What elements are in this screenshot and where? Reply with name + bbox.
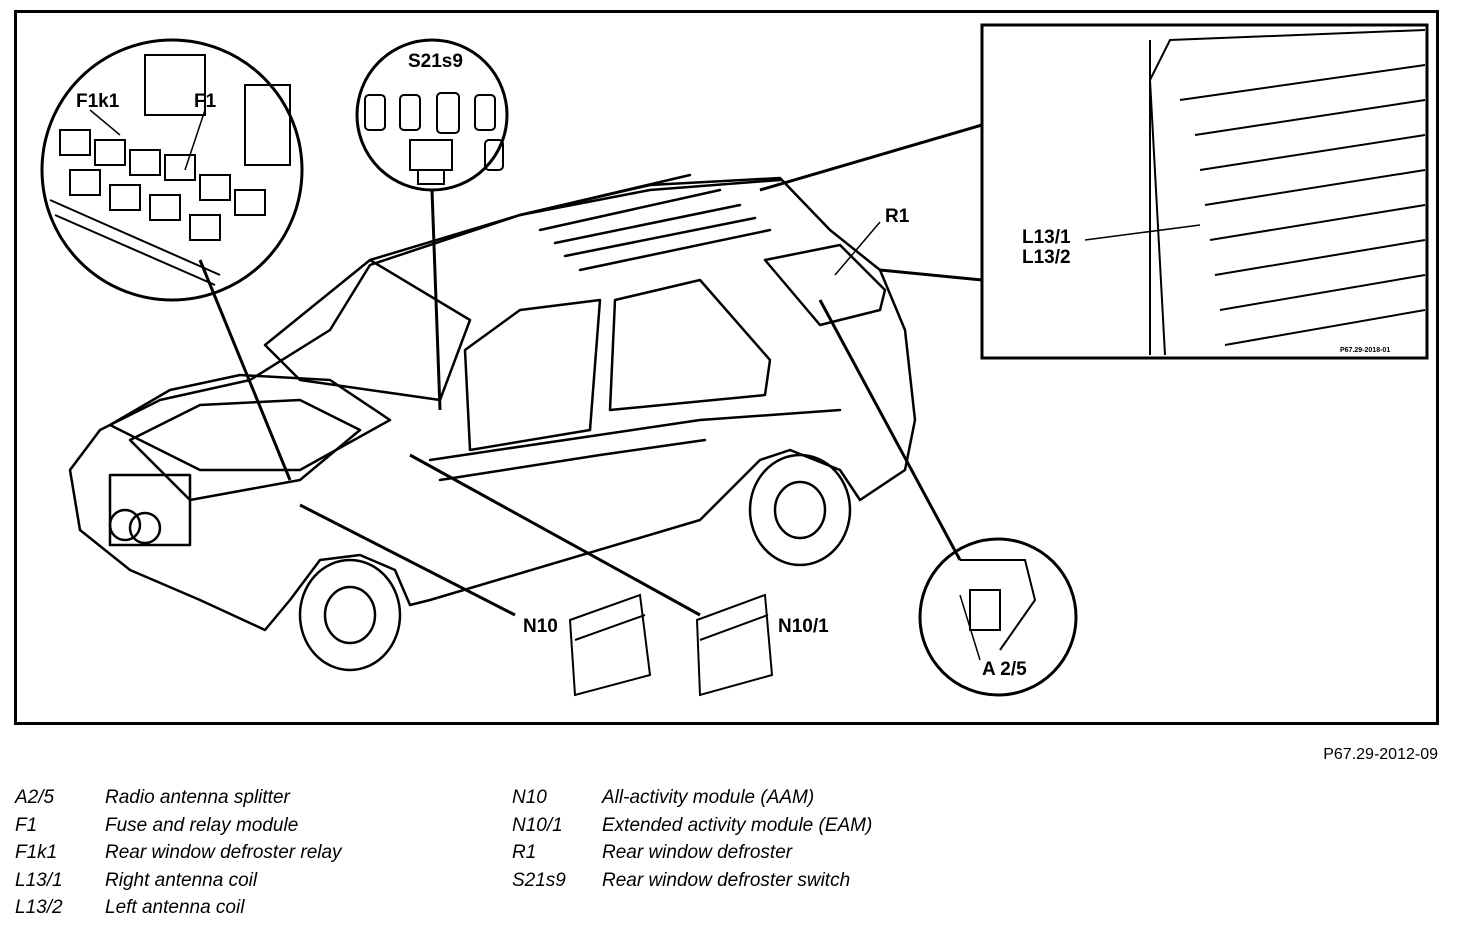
legend-row: F1k1 Rear window defroster relay [15, 839, 342, 867]
legend-desc: Rear window defroster [602, 842, 793, 863]
grille [108, 473, 192, 547]
vehicle-body [68, 176, 917, 632]
legend-desc: All-activity module (AAM) [602, 787, 815, 808]
callout-n10-1: N10/1 [778, 616, 829, 637]
side-line [428, 408, 842, 462]
figure-id: P67.29-2012-09 [1323, 746, 1438, 763]
legend-row: R1 Rear window defroster [512, 839, 872, 867]
rear-door-window [608, 278, 772, 412]
rear-window [763, 243, 887, 327]
door-line [438, 438, 707, 482]
legend-left: A2/5 Radio antenna splitter F1 Fuse and re… [15, 784, 342, 922]
legend-code: S21s9 [512, 869, 566, 891]
legend-code: F1k1 [15, 842, 58, 863]
engine-bay [128, 398, 362, 502]
callout-l13-1: L13/1 [1022, 227, 1071, 248]
legend-desc: Rear window defroster relay [105, 842, 342, 863]
legend-desc: Fuse and relay module [105, 814, 299, 836]
legend-row: N10 All-activity module (AAM) [512, 784, 872, 812]
legend-code: R1 [512, 842, 537, 863]
legend-code: L13/2 [15, 897, 63, 918]
legend-row: S21s9 Rear window defroster switch [512, 867, 872, 895]
diagram-frame [14, 10, 1439, 725]
rear-window-inset [1148, 29, 1426, 356]
legend-desc: Right antenna coil [105, 869, 258, 891]
callout-f1k1: F1k1 [76, 91, 120, 112]
module-n10-1 [695, 593, 774, 697]
legend-row: L13/1 Right antenna coil [15, 867, 342, 895]
inset-code: P67.29-2018-01 [1340, 347, 1391, 354]
legend-desc: Rear window defroster switch [602, 869, 851, 891]
callout-n10: N10 [523, 616, 558, 637]
callout-r1: R1 [885, 206, 910, 227]
leader-lines [198, 123, 983, 617]
callout-f1: F1 [194, 91, 217, 112]
legend-row: N10/1 Extended activity module (EAM) [512, 812, 872, 840]
rear-window-inset-frame [980, 23, 1429, 360]
legend-row: F1 Fuse and relay module [15, 812, 342, 840]
callout-l13-2: L13/2 [1022, 247, 1071, 268]
fuse-box-inset [40, 38, 304, 302]
hood [108, 373, 392, 472]
legend-desc: Left antenna coil [105, 897, 245, 918]
legend-code: L13/1 [15, 869, 63, 891]
windshield [263, 258, 472, 402]
legend-right: N10 All-activity module (AAM) N10/1 Extend… [512, 784, 872, 894]
antenna-splitter-inset [918, 537, 1078, 697]
legend-row: A2/5 Radio antenna splitter [15, 784, 342, 812]
legend-desc: Radio antenna splitter [105, 787, 290, 808]
legend-code: A2/5 [15, 787, 55, 808]
legend-code: F1 [15, 814, 38, 836]
headlight-left [108, 508, 142, 542]
callout-s21s9: S21s9 [408, 51, 463, 72]
legend-row: L13/2 Left antenna coil [15, 894, 342, 922]
legend-code: N10 [512, 787, 547, 808]
module-n10 [568, 593, 652, 697]
headlight-right [128, 511, 162, 545]
legend-code: N10/1 [512, 814, 563, 836]
rear-wheel [748, 453, 852, 567]
roof-line [368, 178, 782, 262]
front-wheel [298, 558, 402, 672]
legend-desc: Extended activity module (EAM) [602, 814, 873, 836]
front-door-window [463, 298, 602, 452]
callout-a2-5: A 2/5 [982, 659, 1027, 680]
